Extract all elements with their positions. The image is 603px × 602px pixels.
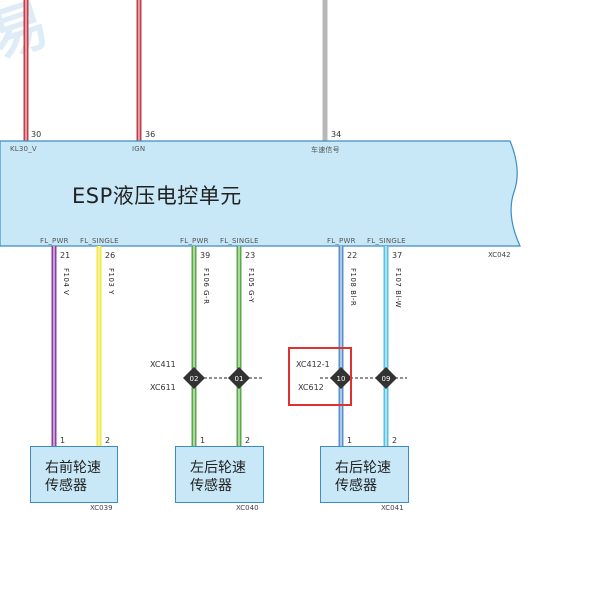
connector-diamond-09 bbox=[375, 367, 397, 389]
connector-diamond-01 bbox=[228, 367, 250, 389]
circuit-f108: F108 Bl-R bbox=[349, 268, 357, 307]
pin-number-37: 37 bbox=[392, 251, 403, 260]
sensor-rear-right-line2: 传感器 bbox=[335, 478, 377, 494]
sensor-rear-right-connector: XC041 bbox=[381, 504, 404, 512]
sensor-front-right-line1: 右前轮速 bbox=[45, 460, 101, 476]
sensor-front-right-connector: XC039 bbox=[90, 504, 113, 512]
sensor-rear-left-line2: 传感器 bbox=[190, 478, 232, 494]
sensor-rear-right-line1: 右后轮速 bbox=[335, 460, 391, 476]
circuit-f104: F104 V bbox=[62, 268, 70, 296]
connector-xc412-1: XC412-1 bbox=[296, 360, 330, 369]
sensor2-pin1: 1 bbox=[200, 436, 206, 445]
sensor2-pin2: 2 bbox=[245, 436, 251, 445]
connector-diamond-10 bbox=[330, 367, 352, 389]
pin-number-34: 34 bbox=[331, 130, 342, 139]
connector-diamond-02 bbox=[183, 367, 205, 389]
sensor3-pin1: 1 bbox=[347, 436, 353, 445]
signal-speed: 车速信号 bbox=[311, 146, 340, 154]
unit-title: ESP液压电控单元 bbox=[72, 184, 242, 208]
signal-fl-single-3: FL_SINGLE bbox=[367, 237, 406, 245]
highlight-box bbox=[288, 347, 352, 406]
signal-fl-single-1: FL_SINGLE bbox=[80, 237, 119, 245]
sensor-rear-left-line1: 左后轮速 bbox=[190, 460, 246, 476]
signal-fl-pwr-1: FL_PWR bbox=[40, 237, 69, 245]
connector-xc611: XC611 bbox=[150, 383, 176, 392]
connector-xc411: XC411 bbox=[150, 360, 176, 369]
signal-kl30: KL30_V bbox=[10, 145, 37, 153]
sensor1-pin1: 1 bbox=[60, 436, 66, 445]
circuit-f105: F105 G-Y bbox=[247, 268, 255, 304]
sensor-front-right-line2: 传感器 bbox=[45, 478, 87, 494]
pin-number-22: 22 bbox=[347, 251, 358, 260]
diamond-label-02: 02 bbox=[190, 375, 199, 383]
unit-connector-id: XC042 bbox=[488, 251, 511, 259]
pin-number-36: 36 bbox=[145, 130, 156, 139]
diamond-label-01: 01 bbox=[235, 375, 244, 383]
signal-fl-pwr-3: FL_PWR bbox=[327, 237, 356, 245]
sensor3-pin2: 2 bbox=[392, 436, 398, 445]
diamond-label-10: 10 bbox=[337, 375, 346, 383]
connector-xc612: XC612 bbox=[298, 383, 324, 392]
pin-number-26: 26 bbox=[105, 251, 116, 260]
sensor-rear-right: 右后轮速 传感器 bbox=[320, 446, 409, 503]
pin-number-39: 39 bbox=[200, 251, 211, 260]
pin-number-23: 23 bbox=[245, 251, 256, 260]
circuit-f103: F103 Y bbox=[107, 268, 115, 295]
diamond-label-09: 09 bbox=[382, 375, 391, 383]
signal-fl-pwr-2: FL_PWR bbox=[180, 237, 209, 245]
circuit-f107: F107 Bl-W bbox=[394, 268, 402, 309]
circuit-f106: F106 G-R bbox=[202, 268, 210, 305]
sensor1-pin2: 2 bbox=[105, 436, 111, 445]
pin-number-30: 30 bbox=[31, 130, 42, 139]
esp-unit-body bbox=[0, 140, 521, 247]
signal-ign: IGN bbox=[132, 145, 146, 153]
pin-number-21: 21 bbox=[60, 251, 71, 260]
signal-fl-single-2: FL_SINGLE bbox=[220, 237, 259, 245]
sensor-rear-left-connector: XC040 bbox=[236, 504, 259, 512]
sensor-front-right: 右前轮速 传感器 bbox=[30, 446, 118, 503]
sensor-rear-left: 左后轮速 传感器 bbox=[175, 446, 264, 503]
